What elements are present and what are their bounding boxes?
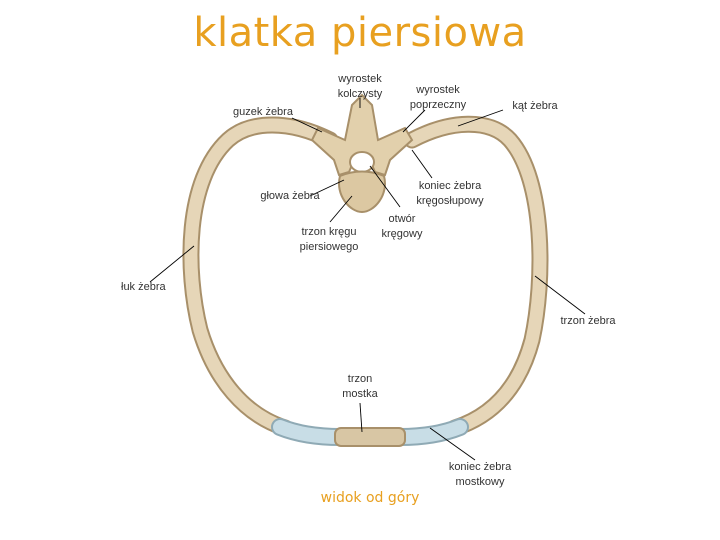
label-vertebral-foramen: otwór kręgowy	[381, 213, 423, 240]
sternum	[334, 427, 406, 447]
label-rib-arch: łuk żebra	[121, 281, 166, 293]
label-sternum-body: trzon mostka	[342, 373, 378, 400]
label-rib-angle: kąt żebra	[512, 100, 558, 112]
label-vertebral-end: koniec żebra kręgosłupowy	[416, 180, 484, 207]
leader-lines	[149, 98, 586, 461]
label-rib-tubercle: guzek żebra	[233, 106, 293, 118]
label-sternal-end: koniec żebra mostkowy	[448, 461, 512, 488]
label-rib-shaft: trzon żebra	[560, 315, 616, 327]
view-caption: widok od góry	[320, 490, 420, 506]
page-title: klatka piersiowa	[193, 10, 527, 56]
thoracic-vertebra	[310, 93, 414, 214]
label-transverse-process: wyrostek poprzeczny	[409, 84, 467, 111]
label-rib-head: głowa żebra	[260, 190, 320, 202]
label-spinous-process: wyrostek kolczysty	[337, 73, 383, 100]
label-vertebral-body: trzon kręgu piersiowego	[299, 226, 359, 253]
